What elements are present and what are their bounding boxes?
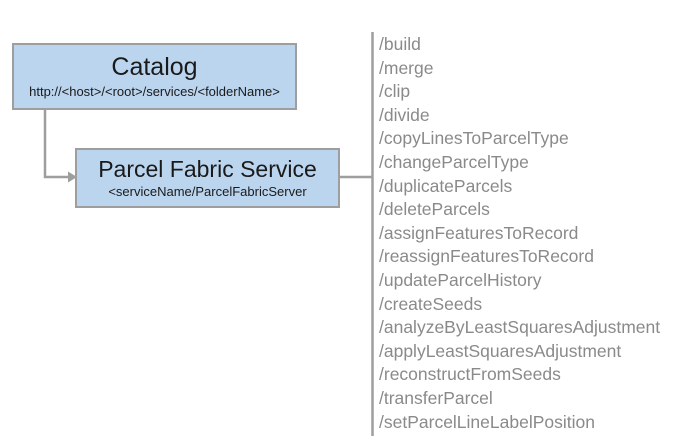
- operation-item[interactable]: /applyLeastSquaresAdjustment: [379, 340, 622, 361]
- operation-item[interactable]: /assignFeaturesToRecord: [379, 222, 579, 243]
- operation-item[interactable]: /changeParcelType: [379, 151, 529, 172]
- catalog-node[interactable]: Catalog http://<host>/<root>/services/<f…: [12, 43, 297, 110]
- operation-item[interactable]: /copyLinesToParcelType: [379, 128, 569, 149]
- operation-item[interactable]: /setParcelLineLabelPosition: [379, 411, 595, 432]
- catalog-to-service-connector: [43, 110, 77, 183]
- operation-item[interactable]: /updateParcelHistory: [379, 269, 542, 290]
- operations-list: /build/merge/clip/divide/copyLinesToParc…: [379, 33, 660, 434]
- parcel-fabric-service-node-subtitle: <serviceName/ParcelFabricServer: [108, 184, 307, 199]
- operation-item[interactable]: /createSeeds: [379, 293, 483, 314]
- parcel-fabric-service-node-title: Parcel Fabric Service: [98, 155, 317, 182]
- operation-item[interactable]: /analyzeByLeastSquaresAdjustment: [379, 317, 661, 338]
- operation-item[interactable]: /build: [379, 34, 421, 54]
- parcel-fabric-service-node[interactable]: Parcel Fabric Service <serviceName/Parce…: [75, 148, 340, 208]
- operation-item[interactable]: /divide: [379, 104, 430, 125]
- operation-item[interactable]: /reassignFeaturesToRecord: [379, 246, 594, 267]
- arrowhead-icon: [68, 171, 77, 183]
- operation-item[interactable]: /duplicateParcels: [379, 175, 513, 196]
- catalog-node-subtitle: http://<host>/<root>/services/<folderNam…: [29, 83, 280, 99]
- catalog-node-title: Catalog: [111, 53, 198, 82]
- operation-item[interactable]: /merge: [379, 57, 434, 78]
- operation-item[interactable]: /transferParcel: [379, 387, 493, 408]
- operation-item[interactable]: /deleteParcels: [379, 199, 490, 220]
- operation-item[interactable]: /reconstructFromSeeds: [379, 364, 561, 385]
- operation-item[interactable]: /clip: [379, 81, 411, 102]
